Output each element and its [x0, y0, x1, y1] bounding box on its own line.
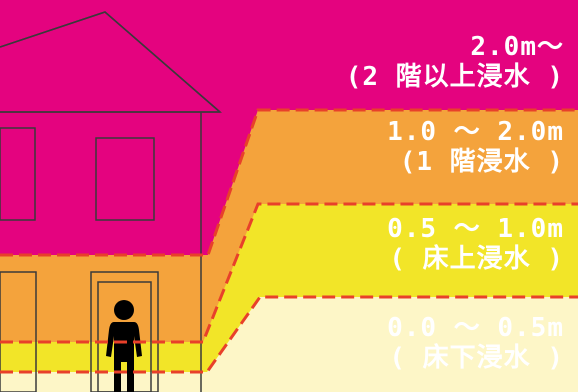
- house-window-upper: [95, 137, 155, 221]
- level-3-range: 1.0 〜 2.0m: [387, 117, 564, 147]
- label-level-3: 1.0 〜 2.0m (1 階浸水 ): [387, 117, 564, 177]
- house-window-left: [0, 127, 36, 221]
- level-1-note: ( 床下浸水 ): [389, 343, 564, 373]
- band-0-0-to-0-5m: [0, 297, 578, 392]
- house-door-frame: [90, 271, 159, 392]
- level-3-note: (1 階浸水 ): [399, 147, 564, 177]
- label-level-1: 0.0 〜 0.5m ( 床下浸水 ): [387, 313, 564, 373]
- house-door: [97, 281, 152, 392]
- label-level-4: 2.0m〜 (2 階以上浸水 ): [346, 32, 564, 92]
- person-icon: [106, 300, 142, 392]
- level-4-range: 2.0m〜: [470, 32, 564, 62]
- house-window-lower: [0, 271, 37, 392]
- house-outline-icon: [0, 11, 223, 392]
- label-level-2: 0.5 〜 1.0m ( 床上浸水 ): [387, 214, 564, 274]
- level-2-note: ( 床上浸水 ): [389, 244, 564, 274]
- boundary-2-0m: [0, 108, 578, 257]
- level-4-note: (2 階以上浸水 ): [345, 62, 564, 92]
- level-1-range: 0.0 〜 0.5m: [387, 313, 564, 343]
- boundary-0-5m: [0, 295, 578, 374]
- level-2-range: 0.5 〜 1.0m: [387, 214, 564, 244]
- boundary-1-0m: [0, 202, 578, 344]
- level-boundaries: [0, 108, 578, 374]
